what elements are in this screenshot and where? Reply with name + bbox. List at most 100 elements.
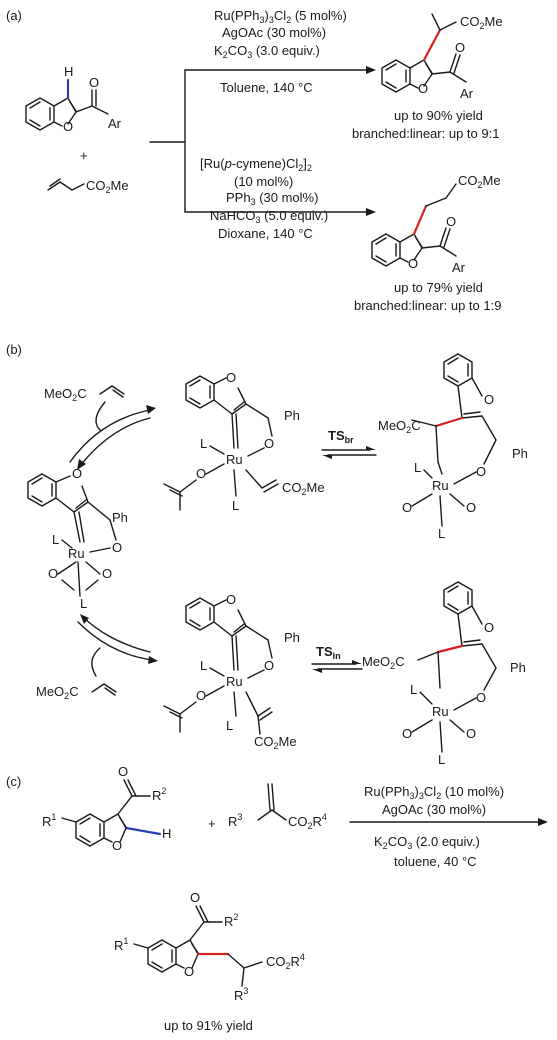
c-cond1b: ) — [415, 784, 419, 799]
lc-line2: (10 mol%) — [234, 174, 293, 189]
svg-text:R3: R3 — [234, 986, 248, 1003]
svg-text:CO2Me: CO2Me — [282, 480, 325, 497]
svg-text:R1: R1 — [114, 936, 128, 953]
left-l-top: L — [52, 532, 59, 547]
c-cond1a: Ru(PPh — [364, 784, 410, 799]
c-r1: R — [42, 814, 51, 829]
panel-b: (b) MeO2C O P — [6, 342, 528, 767]
svg-text:MeO2C: MeO2C — [378, 418, 421, 435]
branch-arrows — [149, 66, 376, 216]
br-meo: MeO — [362, 654, 390, 669]
tm-l-bottom: L — [232, 498, 239, 513]
tm-o-alkoxide: O — [264, 436, 274, 451]
ts-ln-arrow: TSln — [311, 644, 363, 673]
br-o2: O — [466, 726, 476, 741]
pb-meo-1s: 2 — [72, 393, 77, 403]
panel-a-label: (a) — [6, 8, 22, 23]
c-cond2: AgOAc (30 mol%) — [382, 802, 486, 817]
bm-cosub: 2 — [274, 741, 279, 751]
uc-l1a: Ru(PPh — [214, 8, 260, 23]
uc-l3c: (3.0 equiv.) — [252, 43, 320, 58]
left-ru: Ru — [68, 546, 85, 561]
svg-text:CO2Me: CO2Me — [254, 734, 297, 751]
c-r2: R — [152, 788, 161, 803]
pb-meo-2t: C — [69, 684, 78, 699]
panel-c-label: (c) — [6, 774, 21, 789]
start-ar-group: Ar — [108, 116, 122, 131]
pb-meo-1: MeO — [44, 386, 72, 401]
tm-ph: Ph — [284, 408, 300, 423]
svg-text:[Ru(p-cymene)Cl2]2: [Ru(p-cymene)Cl2]2 — [200, 156, 312, 173]
svg-text:MeO2C: MeO2C — [44, 386, 87, 403]
up-ar: Ar — [460, 86, 474, 101]
c-cond1s: 3 — [410, 791, 415, 801]
lc-l4b: (5.0 equiv.) — [261, 208, 329, 223]
svg-text:MeO2C: MeO2C — [362, 654, 405, 671]
c-cond3b: CO — [388, 834, 408, 849]
metallacycle-linear: O MeO2C Ph O Ru L L O O — [362, 581, 526, 767]
c-start-benzofuran: R1 O H O R2 — [42, 764, 171, 853]
c-yield: up to 91% yield — [164, 1018, 253, 1033]
br-l-bottom: L — [438, 752, 445, 767]
up-carbonyl-o: O — [455, 40, 465, 55]
br-ru: Ru — [432, 704, 449, 719]
lc-l1a: [Ru( — [200, 156, 225, 171]
left-ph: Ph — [112, 510, 128, 525]
cp-r2: R — [224, 914, 233, 929]
br-ph: Ph — [510, 660, 526, 675]
tm-cotail: Me — [307, 480, 325, 495]
c-co-tail: R — [313, 814, 322, 829]
up-ring-o: O — [418, 81, 428, 96]
c-cond4: toluene, 40 °C — [394, 854, 477, 869]
lc-l1s: 2 — [298, 163, 303, 173]
lp-cosub: 2 — [478, 180, 483, 190]
acrylate-bottom: MeO2C — [36, 683, 117, 701]
ts-br-text: TS — [328, 428, 345, 443]
c-r2-sup: 2 — [161, 786, 166, 796]
svg-text:CO2Me: CO2Me — [458, 173, 501, 190]
tr-l-top: L — [414, 460, 421, 475]
svg-text:R1: R1 — [42, 812, 56, 829]
start-h-atom: H — [64, 64, 73, 79]
cp-r1-sup: 1 — [123, 936, 128, 946]
br-meot: C — [395, 654, 404, 669]
svg-text:MeO2C: MeO2C — [36, 684, 79, 701]
c-cond3c: (2.0 equiv.) — [412, 834, 480, 849]
svg-text:K2CO3 (2.0 equiv.): K2CO3 (2.0 equiv.) — [374, 834, 480, 851]
svg-text:Ru(PPh3)3Cl2 (10 mol%): Ru(PPh3)3Cl2 (10 mol%) — [364, 784, 504, 801]
tm-cosub: 2 — [302, 487, 307, 497]
uc-l1e: (5 mol%) — [291, 8, 347, 23]
cp-r2-sup: 2 — [233, 912, 238, 922]
cp-ring-o: O — [184, 964, 194, 979]
upper-conditions: Ru(PPh3)3Cl2 (5 mol%) AgOAc (30 mol%) K2… — [214, 8, 347, 95]
cp-r3-sup: 3 — [243, 986, 248, 996]
methyl-acrylate: CO2Me — [47, 178, 129, 195]
lower-product-linear: O CO2Me O Ar up to 79% yield branched:li… — [354, 173, 501, 313]
ts-br-sub: br — [345, 435, 354, 445]
uc-line4: Toluene, 140 °C — [220, 80, 313, 95]
acrylate-tail: Me — [111, 178, 129, 193]
pb-meo-2s: 2 — [64, 691, 69, 701]
tr-o-alkoxide: O — [476, 464, 486, 479]
svg-text:Ru(PPh3)3Cl2 (5 mol%): Ru(PPh3)3Cl2 (5 mol%) — [214, 8, 347, 25]
cp-co: CO — [266, 954, 286, 969]
tr-meos: 2 — [406, 425, 411, 435]
lp-ring-o: O — [408, 256, 418, 271]
ts-ln-text: TS — [316, 644, 333, 659]
svg-text:R3: R3 — [228, 812, 242, 829]
equilibrium-arrows-bottom — [77, 614, 158, 677]
bm-ph: Ph — [284, 630, 300, 645]
lc-l3b: (30 mol%) — [256, 190, 319, 205]
svg-text:PPh3 (30 mol%): PPh3 (30 mol%) — [226, 190, 318, 207]
lp-ratio: branched:linear: up to 1:9 — [354, 298, 501, 313]
lc-l1i: p — [224, 156, 232, 171]
tm-o-acetate: O — [196, 466, 206, 481]
svg-text:NaHCO3 (5.0 equiv.): NaHCO3 (5.0 equiv.) — [210, 208, 328, 225]
left-o2: O — [102, 566, 112, 581]
tr-o2: O — [466, 500, 476, 515]
br-o-alkoxide: O — [476, 690, 486, 705]
ts-ln-sub: ln — [333, 651, 341, 661]
panel-b-label: (b) — [6, 342, 22, 357]
svg-text:R2: R2 — [224, 912, 238, 929]
